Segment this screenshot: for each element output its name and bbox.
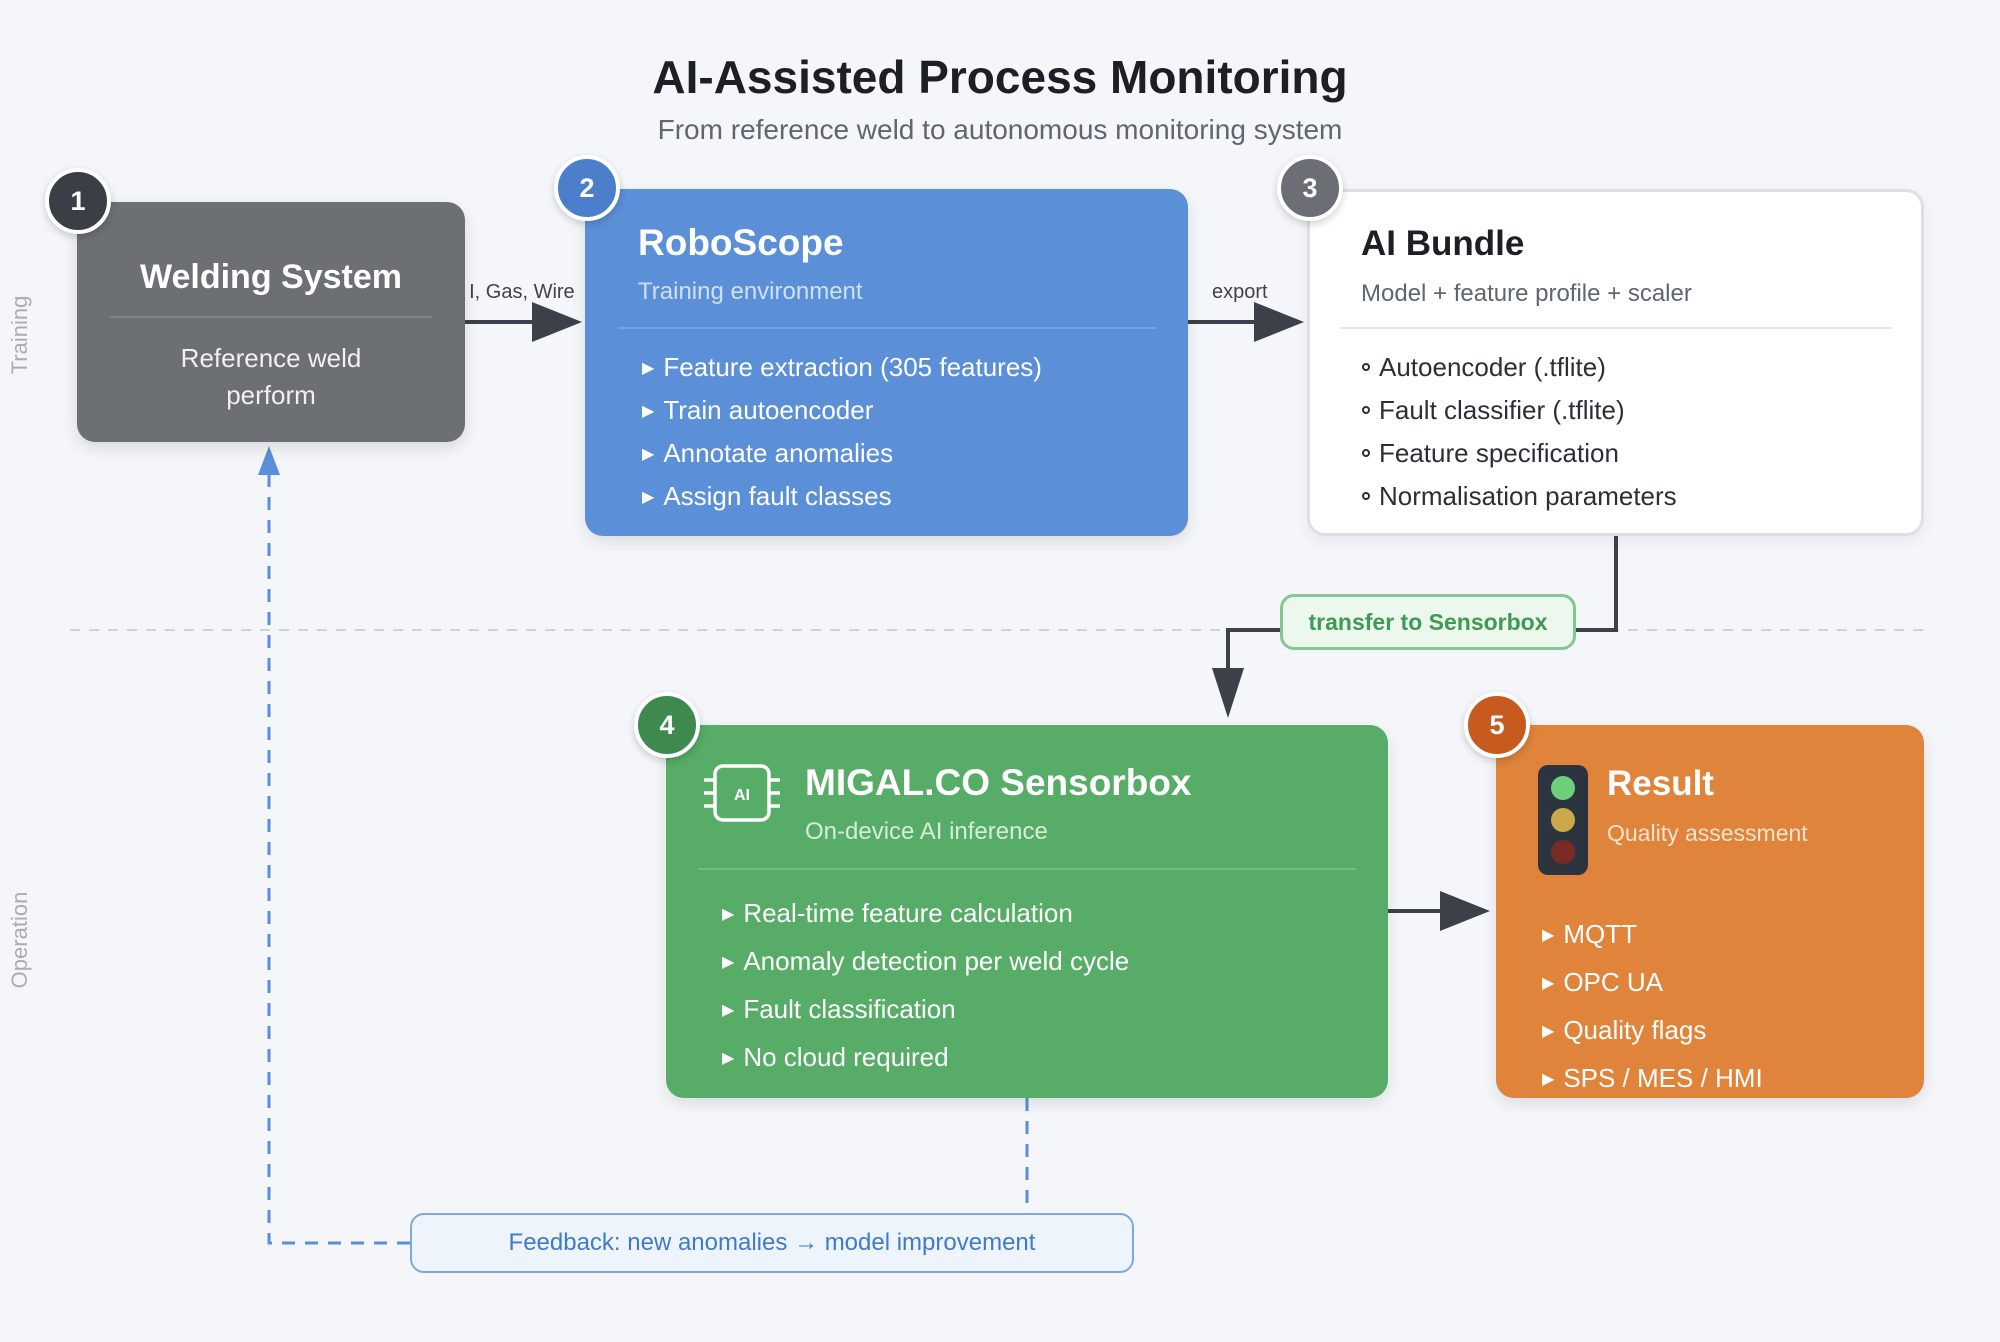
ai-bundle-list-item: Normalisation parameters [1362,481,1677,512]
roboscope-card[interactable] [585,189,1188,536]
page-title: AI-Assisted Process Monitoring [652,51,1348,103]
bullet-icon [1362,492,1370,500]
caret-right-icon: ▶ [722,1002,735,1019]
ai-bundle-subtitle: Model + feature profile + scaler [1361,280,1692,307]
welding-system-description-line: perform [226,380,316,410]
roboscope-list-item: ▶Feature extraction (305 features) [642,352,1042,382]
ai-chip-icon: AI [704,764,780,822]
arrow-bundle-to-sensorbox [1212,536,1618,718]
step-badge-4: 4 [634,692,700,758]
traffic-light-icon [1538,765,1588,875]
roboscope-subtitle: Training environment [638,278,863,305]
ai-bundle-title: AI Bundle [1361,224,1525,263]
result-list-item: ▶MQTT [1542,919,1637,949]
step-badge-2: 2 [554,155,620,221]
ai-bundle-divider [1340,327,1892,329]
arrow-roboscope-to-bundle [1188,302,1304,342]
caret-right-icon: ▶ [1542,927,1555,944]
welding-system-description-line: Reference weld [180,343,362,373]
lane-label-operation: Operation [7,891,32,989]
result-subtitle: Quality assessment [1607,820,1808,846]
page-subtitle: From reference weld to autonomous monito… [657,114,1343,145]
step-badge-1: 1 [45,168,111,234]
roboscope-list-item: ▶Assign fault classes [642,481,892,511]
ai-bundle-card[interactable] [1307,189,1924,536]
ai-chip-label: AI [734,787,750,804]
edge-label-welding-to-roboscope: , I, Gas, Wire [458,281,575,303]
roboscope-divider [618,327,1156,329]
sensorbox-subtitle: On-device AI inference [805,818,1048,845]
welding-system-title: Welding System [140,258,402,296]
welding-system-description: Reference weld perform [77,340,465,414]
roboscope-title: RoboScope [638,222,844,263]
ai-bundle-list-item: Autoencoder (.tflite) [1362,352,1606,383]
caret-right-icon: ▶ [642,489,655,506]
bullet-icon [1362,406,1370,414]
traffic-light-yellow-lamp [1551,808,1575,832]
transfer-to-sensorbox-label: transfer to Sensorbox [1280,594,1576,650]
welding-system-divider [110,316,432,318]
step-badge-3: 3 [1277,155,1343,221]
traffic-light-green-lamp [1551,776,1575,800]
result-list-item: ▶Quality flags [1542,1015,1707,1045]
caret-right-icon: ▶ [1542,1071,1555,1088]
feedback-loop-arrow [258,446,1029,1245]
arrow-welding-to-roboscope [465,302,582,342]
caret-right-icon: ▶ [1542,975,1555,992]
caret-right-icon: ▶ [642,403,655,420]
sensorbox-list-item: ▶Anomaly detection per weld cycle [722,946,1130,976]
bullet-icon [1362,363,1370,371]
caret-right-icon: ▶ [722,954,735,971]
step-badge-5: 5 [1464,692,1530,758]
roboscope-list-item: ▶Annotate anomalies [642,438,894,468]
welding-system-card[interactable] [77,202,465,442]
caret-right-icon: ▶ [1542,1023,1555,1040]
caret-right-icon: ▶ [722,906,735,923]
sensorbox-list-item: ▶No cloud required [722,1042,949,1072]
bullet-icon [1362,449,1370,457]
traffic-light-red-lamp [1551,840,1575,864]
roboscope-list-item: ▶Train autoencoder [642,395,874,425]
edge-label-export: export [1212,281,1268,303]
caret-right-icon: ▶ [642,360,655,377]
sensorbox-title: MIGAL.CO Sensorbox [805,762,1192,803]
ai-bundle-list-item: Feature specification [1362,438,1619,469]
sensorbox-list-item: ▶Real-time feature calculation [722,898,1073,928]
caret-right-icon: ▶ [722,1050,735,1067]
sensorbox-card[interactable] [666,725,1388,1098]
result-list-item: ▶OPC UA [1542,967,1663,997]
result-list-item: ▶SPS / MES / HMI [1542,1063,1763,1093]
result-title: Result [1607,764,1714,803]
caret-right-icon: ▶ [642,446,655,463]
ai-bundle-list-item: Fault classifier (.tflite) [1362,395,1625,426]
feedback-label: Feedback: new anomalies → model improvem… [410,1213,1134,1273]
arrow-sensorbox-to-result [1388,891,1490,931]
sensorbox-divider [698,868,1356,870]
lane-label-training: Training [7,295,32,375]
sensorbox-list-item: ▶Fault classification [722,994,956,1024]
